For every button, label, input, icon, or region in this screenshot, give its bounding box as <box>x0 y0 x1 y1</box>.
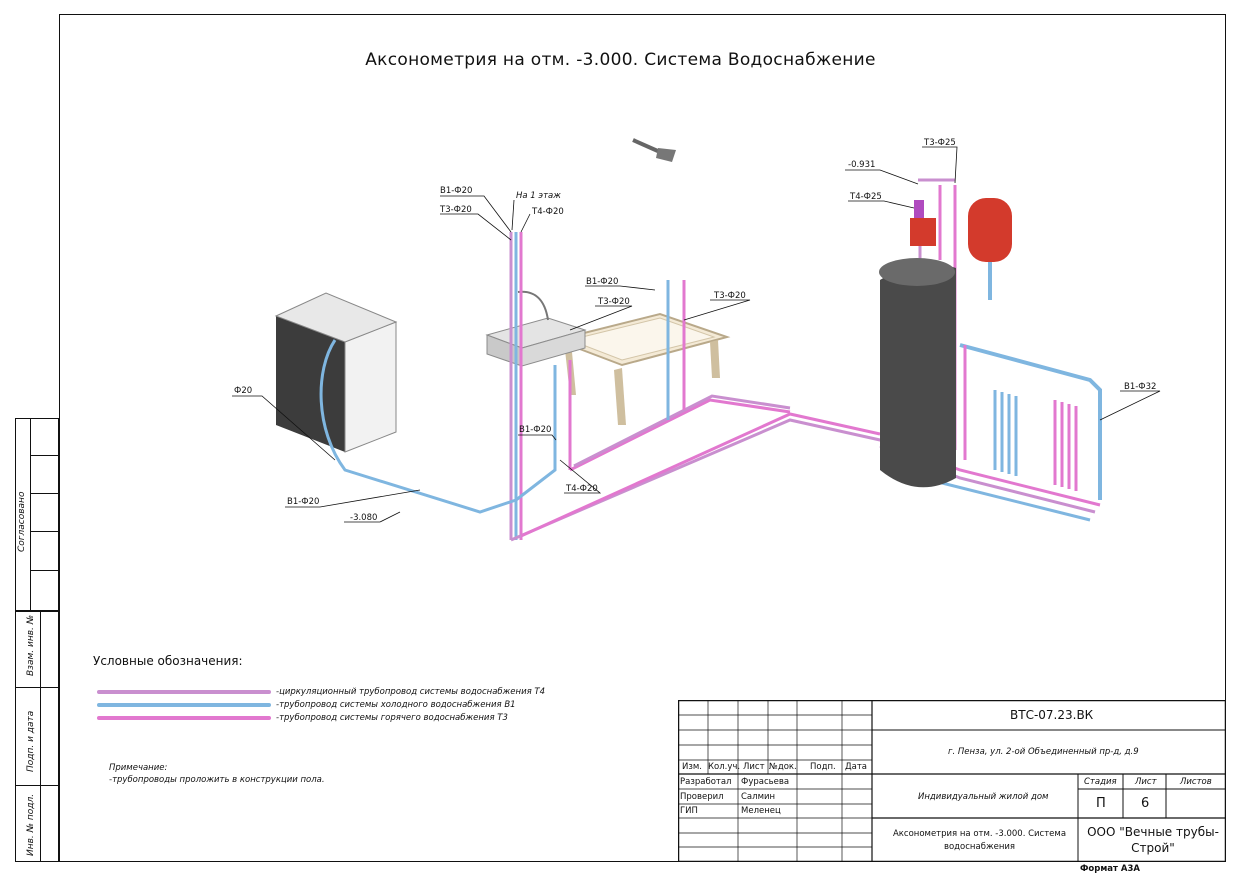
drawing-title: Аксонометрия на отм. -3.000. Система Вод… <box>365 50 876 70</box>
legend-item-b1: -трубопровод системы холодного водоснабж… <box>276 700 516 710</box>
stamp-stage-label: Стадия <box>1084 777 1117 787</box>
label-f20: Ф20 <box>234 386 252 396</box>
stamp-code: ВТС-07.23.ВК <box>1010 708 1094 722</box>
stamp-sheet-label: Лист <box>1135 777 1157 787</box>
label-t3-20-sink: Т3-Ф20 <box>597 297 630 307</box>
stamp-header-list: Лист <box>743 762 765 772</box>
legend-item-t3: -трубопровод системы горячего водоснабже… <box>276 713 508 723</box>
stamp-header-date: Дата <box>845 762 868 772</box>
stamp-sheet: 6 <box>1141 796 1150 811</box>
stamp-header-kol: Кол.уч. <box>708 762 741 772</box>
label-b1-20-top: В1-Ф20 <box>440 186 472 196</box>
stamp-address: г. Пенза, ул. 2-ой Объединенный пр-д, д.… <box>948 747 1139 757</box>
label-t4-20-top: Т4-Ф20 <box>531 207 564 217</box>
label-t3-20-top: Т3-Ф20 <box>439 205 472 215</box>
label-level-0931: -0.931 <box>848 160 875 170</box>
title-block <box>678 700 1226 862</box>
legend-item-t4: -циркуляционный трубопровод системы водо… <box>276 687 546 697</box>
water-heater-icon <box>879 258 956 488</box>
side-stamp-bottom <box>15 611 59 862</box>
stamp-header-izm: Изм. <box>682 762 702 772</box>
axonometric-diagram: В1-Ф20 Т3-Ф20 На 1 этаж Т4-Ф20 В1-Ф20 Т3… <box>232 138 1161 542</box>
label-b1-32: В1-Ф32 <box>1124 382 1156 392</box>
stamp-object: Индивидуальный жилой дом <box>918 792 1049 802</box>
note-text: -трубопроводы проложить в конструкции по… <box>109 775 325 785</box>
washing-machine-icon <box>274 292 398 453</box>
label-b1-20-low: В1-Ф20 <box>287 497 319 507</box>
legend-heading: Условные обозначения: <box>93 654 243 668</box>
stamp-company: ООО "Вечные трубы-Строй" <box>1087 825 1219 855</box>
circulation-pump-icon <box>910 200 936 246</box>
label-t4-20-low: Т4-Ф20 <box>565 484 598 494</box>
shower-head-icon <box>632 138 676 162</box>
stamp-role-1: Проверил <box>680 792 724 802</box>
side-podp-text: Подп. и дата <box>26 710 36 772</box>
legend-line-t4 <box>97 690 271 694</box>
label-t4-25: Т4-Ф25 <box>849 192 882 202</box>
stamp-header-doc: №док. <box>769 762 797 772</box>
stamp-header-podp: Подп. <box>810 762 836 772</box>
stamp-role-0: Разработал <box>680 777 732 787</box>
note-heading: Примечание: <box>109 763 168 773</box>
legend-line-t3 <box>97 716 271 720</box>
stamp-name-0: Фурасьева <box>741 777 790 787</box>
stamp-name-1: Салмин <box>741 792 776 802</box>
drawing-frame <box>59 14 1226 862</box>
stamp-sheets-label: Листов <box>1180 777 1212 787</box>
side-inv-text: Инв. № подл. <box>26 793 36 856</box>
label-t3-25: Т3-Ф25 <box>923 138 956 148</box>
side-stamp-agreed <box>15 418 59 611</box>
label-b1-20-mid: В1-Ф20 <box>519 425 551 435</box>
legend-line-b1 <box>97 703 271 707</box>
stamp-role-2: ГИП <box>680 806 698 816</box>
label-t3-20-right: Т3-Ф20 <box>713 291 746 301</box>
expansion-tank-icon <box>968 198 1012 300</box>
sheet-format: Формат А3А <box>1080 864 1140 874</box>
stamp-name-2: Меленец <box>741 806 781 816</box>
label-b1-20-sink: В1-Ф20 <box>586 277 618 287</box>
stamp-sheet-title: Аксонометрия на отм. -3.000. Система вод… <box>892 829 1067 852</box>
label-on-floor1: На 1 этаж <box>516 191 561 201</box>
label-level-3080: -3.080 <box>350 513 377 523</box>
stamp-stage: П <box>1096 796 1106 811</box>
